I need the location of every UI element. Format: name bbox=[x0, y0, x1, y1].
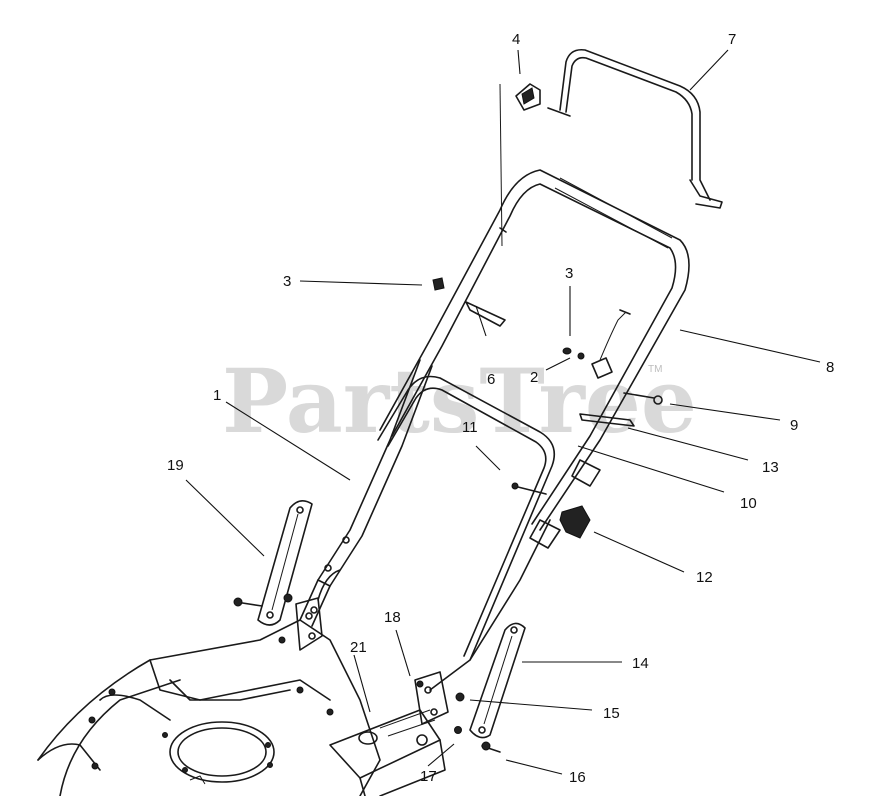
callout-1: 1 bbox=[213, 387, 221, 404]
callout-6: 4 bbox=[512, 31, 520, 48]
callout-10: 10 bbox=[740, 495, 757, 512]
mower-deck bbox=[37, 619, 381, 796]
cable-clip bbox=[499, 83, 541, 247]
lower-handle bbox=[299, 359, 433, 627]
callout-3-left: 3 bbox=[283, 273, 291, 290]
callout-14: 14 bbox=[632, 655, 649, 672]
callout-12: 12 bbox=[696, 569, 713, 586]
callout-15: 15 bbox=[603, 705, 620, 722]
callout-9: 9 bbox=[790, 417, 798, 434]
leader-lines bbox=[185, 49, 821, 775]
watermark-trademark: TM bbox=[648, 364, 662, 375]
pivot-bracket bbox=[295, 597, 449, 725]
callout-13: 13 bbox=[762, 459, 779, 476]
hardware bbox=[233, 277, 663, 753]
callout-17: 17 bbox=[420, 768, 437, 785]
callout-19: 19 bbox=[167, 457, 184, 474]
callout-16: 16 bbox=[569, 769, 586, 786]
control-switch bbox=[562, 311, 627, 379]
callout-3-right: 3 bbox=[565, 265, 573, 282]
bail-bar bbox=[547, 48, 723, 209]
upper-handle bbox=[379, 169, 690, 549]
handle-mount-right bbox=[469, 622, 526, 739]
callout-21: 21 bbox=[350, 639, 367, 656]
callout-2: 2 bbox=[530, 369, 538, 386]
lower-u-handle bbox=[377, 375, 556, 691]
handle-mount-left bbox=[257, 500, 313, 626]
callout-18: 18 bbox=[384, 609, 401, 626]
callout-11: 11 bbox=[462, 419, 478, 436]
rear-bracket bbox=[329, 709, 446, 796]
callout-7: 7 bbox=[728, 31, 736, 48]
watermark-text: PartsTree bbox=[222, 349, 697, 453]
callout-4: 6 bbox=[487, 371, 495, 388]
callout-labels: 4 7 3 3 6 2 8 1 9 11 13 19 10 12 18 21 1… bbox=[167, 31, 834, 786]
callout-8: 8 bbox=[826, 359, 834, 376]
